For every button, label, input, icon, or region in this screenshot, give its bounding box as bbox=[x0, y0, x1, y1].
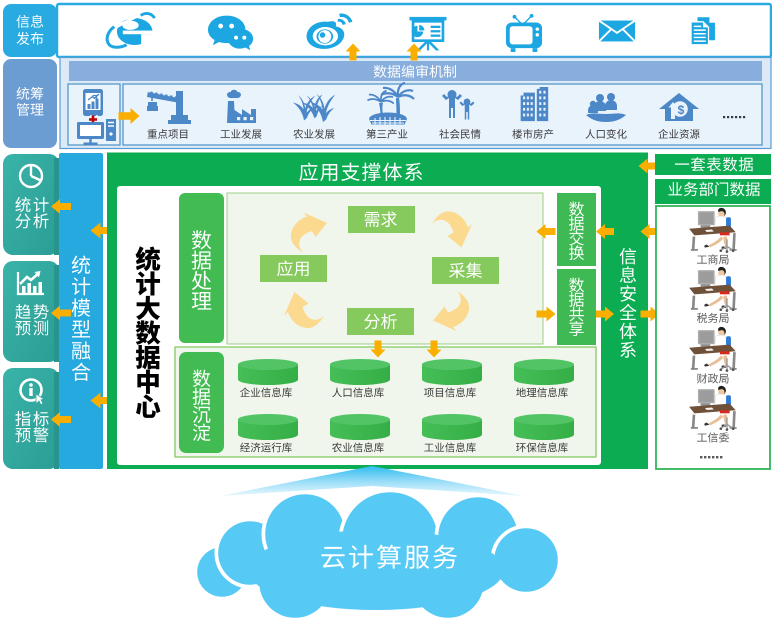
svg-text:$: $ bbox=[678, 103, 685, 117]
